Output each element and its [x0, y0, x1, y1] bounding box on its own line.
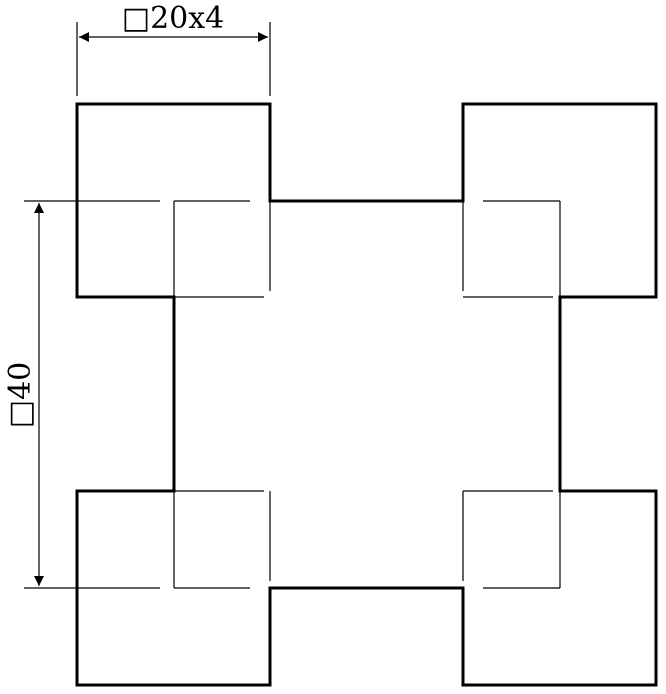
top-dimension	[76, 22, 271, 96]
left-dimension	[24, 200, 160, 589]
hidden-square-bottom-left	[173, 490, 271, 589]
part-outline	[75, 102, 658, 687]
left-dimension-label: □40	[3, 362, 38, 429]
hidden-square-top-left	[173, 200, 271, 298]
top-dimension-label: □20x4	[122, 1, 225, 36]
hidden-square-top-right	[462, 200, 561, 298]
hidden-square-bottom-right	[462, 490, 561, 589]
